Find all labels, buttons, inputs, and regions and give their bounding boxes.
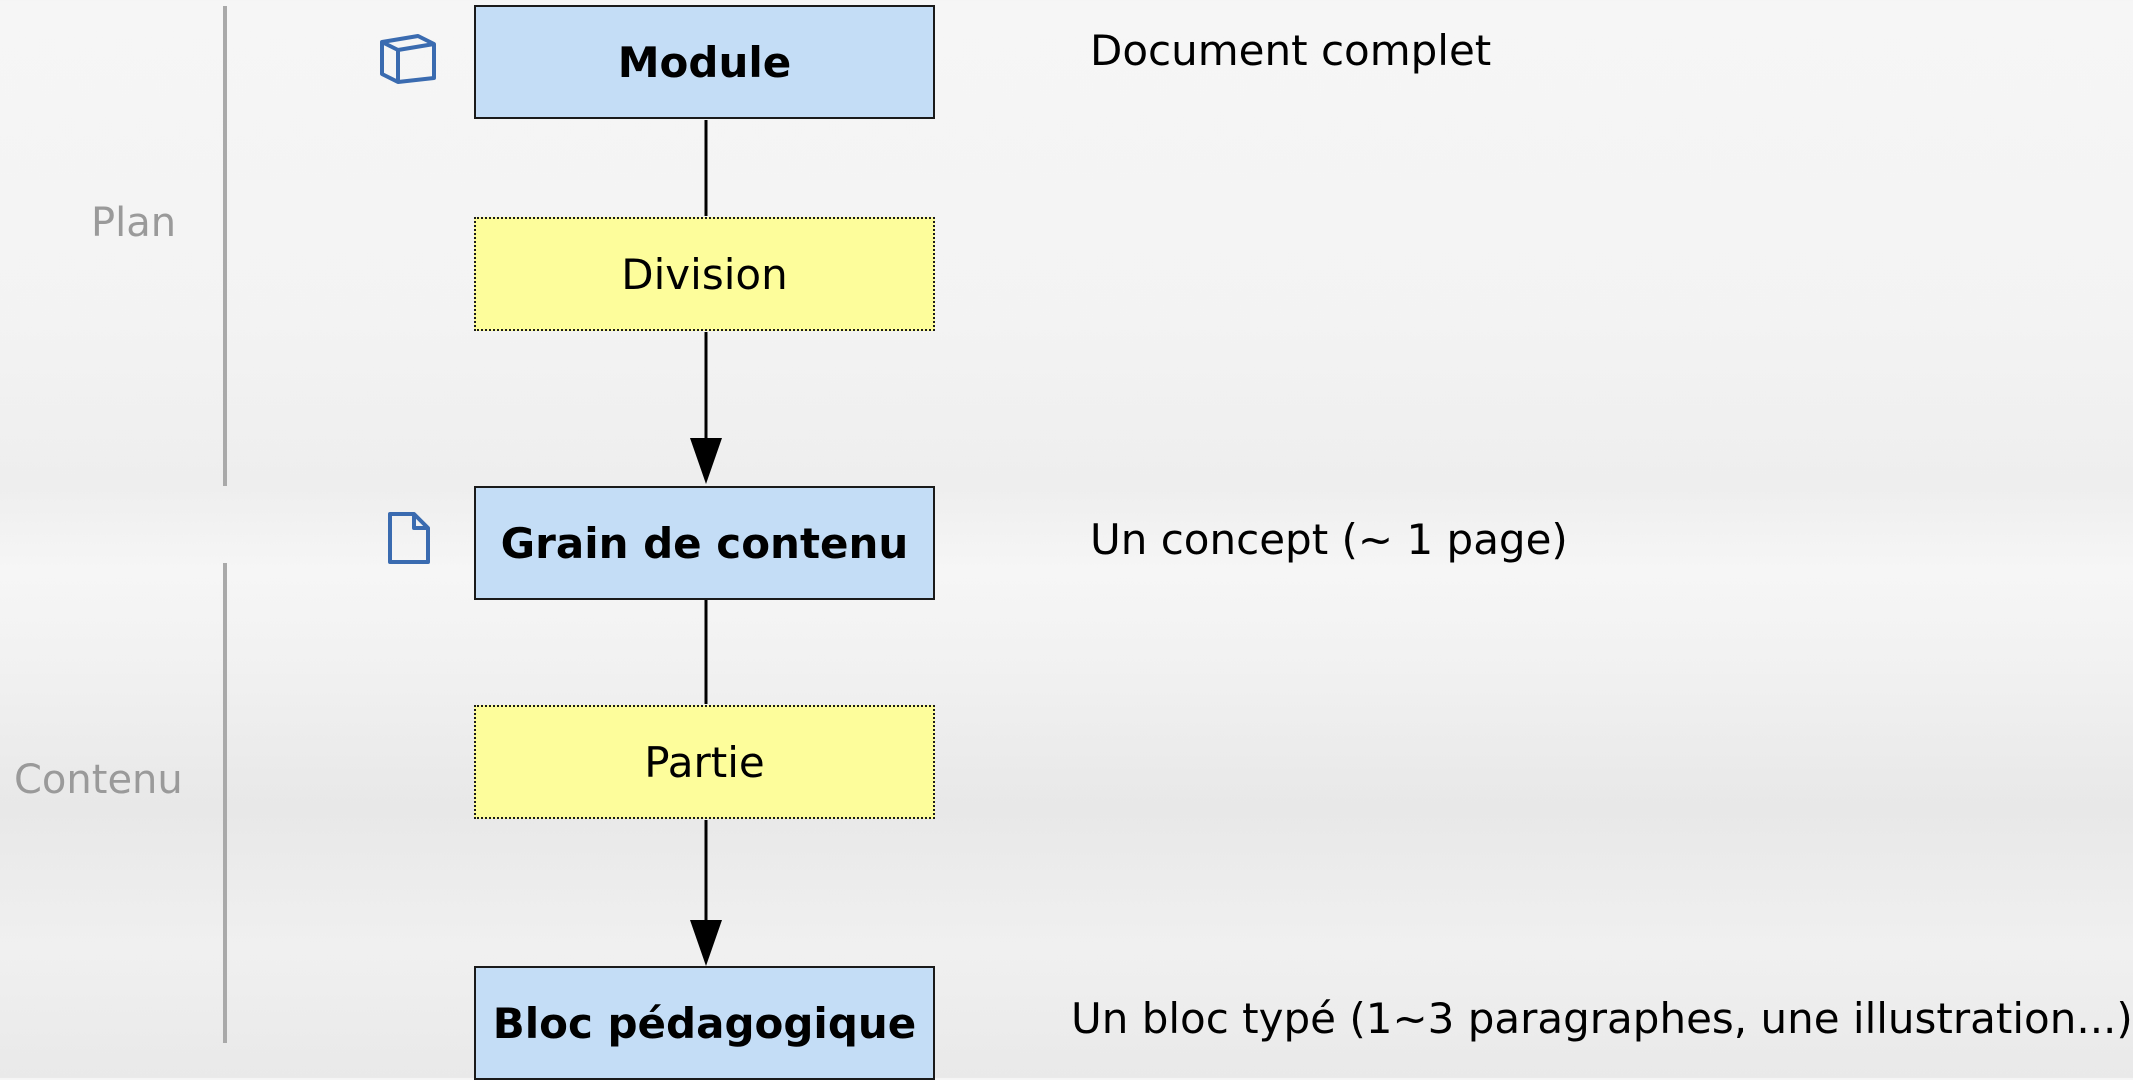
module-description: Document complet xyxy=(1090,26,1492,75)
page-icon xyxy=(386,510,432,570)
grain-label: Grain de contenu xyxy=(500,518,909,568)
bloc-label: Bloc pédagogique xyxy=(492,998,917,1048)
bloc-description: Un bloc typé (1~3 paragraphes, une illus… xyxy=(1071,994,2133,1043)
plan-section-line xyxy=(223,6,227,486)
arrowhead-grain xyxy=(690,438,722,484)
division-label: Division xyxy=(621,249,788,299)
plan-section-label: Plan xyxy=(91,200,177,246)
partie-box: Partie xyxy=(474,705,935,819)
connectors xyxy=(690,120,722,966)
module-box: Module xyxy=(474,5,935,119)
cube-icon xyxy=(378,30,438,88)
grain-description: Un concept (~ 1 page) xyxy=(1090,515,1568,564)
module-label: Module xyxy=(617,37,792,87)
contenu-section-line xyxy=(223,563,227,1043)
bloc-box: Bloc pédagogique xyxy=(474,966,935,1080)
arrowhead-bloc xyxy=(690,920,722,966)
contenu-section-label: Contenu xyxy=(14,757,183,803)
division-box: Division xyxy=(474,217,935,331)
grain-box: Grain de contenu xyxy=(474,486,935,600)
partie-label: Partie xyxy=(644,737,765,787)
